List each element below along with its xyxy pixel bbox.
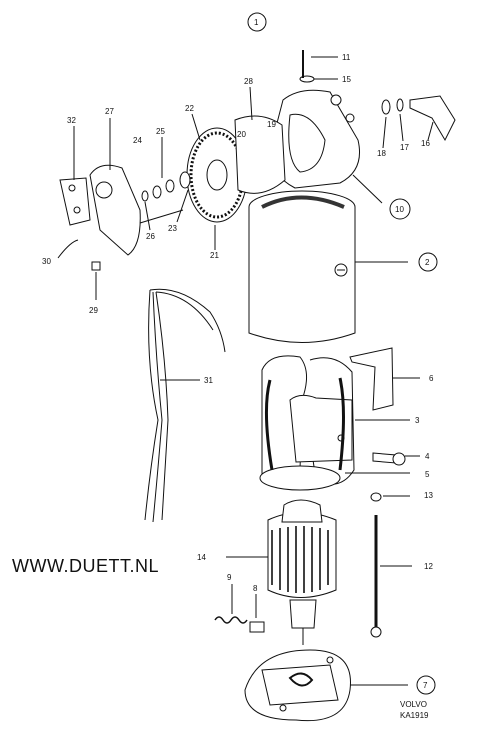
label-14: 14: [197, 553, 206, 562]
field-coil-assembly: [259, 355, 410, 491]
small-parts-cluster: [141, 137, 191, 231]
label-11: 11: [342, 53, 351, 62]
website-watermark: WWW.DUETT.NL: [12, 556, 159, 576]
long-bolt: [370, 515, 412, 638]
washer-13: [370, 492, 410, 502]
label-29: 29: [89, 306, 98, 315]
label-3: 3: [415, 416, 420, 425]
label-21: 21: [210, 251, 219, 260]
screw-part: [372, 452, 420, 466]
clip-and-screw: [57, 239, 101, 300]
brush-plate-part: [349, 347, 420, 411]
label-22: 22: [185, 104, 194, 113]
label-17: 17: [400, 143, 409, 152]
label-24: 24: [133, 136, 142, 145]
label-1: 1: [254, 18, 259, 27]
top-screw: [299, 50, 338, 83]
label-19: 19: [267, 120, 276, 129]
label-6: 6: [429, 374, 434, 383]
callout-7: 7: [416, 675, 436, 695]
drawing-code: KA1919: [400, 711, 429, 720]
callout-10: 10: [389, 198, 411, 220]
label-15: 15: [342, 75, 351, 84]
leader-24: [139, 209, 184, 224]
label-7: 7: [423, 681, 428, 690]
label-13: 13: [424, 491, 433, 500]
distributor-cap: [269, 89, 383, 204]
label-20: 20: [237, 130, 246, 139]
shaft-parts: [381, 95, 456, 149]
brand-name: VOLVO: [400, 700, 427, 709]
housing-cylinder: [248, 190, 408, 343]
label-25: 25: [156, 127, 165, 136]
end-plate: [244, 649, 408, 722]
label-32: 32: [67, 116, 76, 125]
gear-plate: [234, 86, 286, 194]
brush-spring: [214, 584, 248, 624]
brand-code-block: VOLVO KA1919: [400, 699, 428, 721]
carbon-brush: [249, 594, 265, 633]
label-18: 18: [377, 149, 386, 158]
callout-2: 2: [418, 252, 438, 272]
label-30: 30: [42, 257, 51, 266]
label-26: 26: [146, 232, 155, 241]
armature: [226, 499, 337, 645]
label-4: 4: [425, 452, 430, 461]
label-10: 10: [395, 205, 404, 214]
label-23: 23: [168, 224, 177, 233]
part-number-labels: 6 3 4 5 13 12 14 9 8 11 15 18 17 16 19 2…: [42, 53, 434, 593]
bracket-assembly: [59, 118, 141, 256]
label-9: 9: [227, 573, 232, 582]
label-12: 12: [424, 562, 433, 571]
label-31: 31: [204, 376, 213, 385]
wire-harness: [144, 288, 226, 523]
label-27: 27: [105, 107, 114, 116]
label-28: 28: [244, 77, 253, 86]
label-8: 8: [253, 584, 258, 593]
label-16: 16: [421, 139, 430, 148]
callout-1: 1: [247, 12, 267, 32]
label-5: 5: [425, 470, 430, 479]
label-2: 2: [425, 258, 430, 267]
